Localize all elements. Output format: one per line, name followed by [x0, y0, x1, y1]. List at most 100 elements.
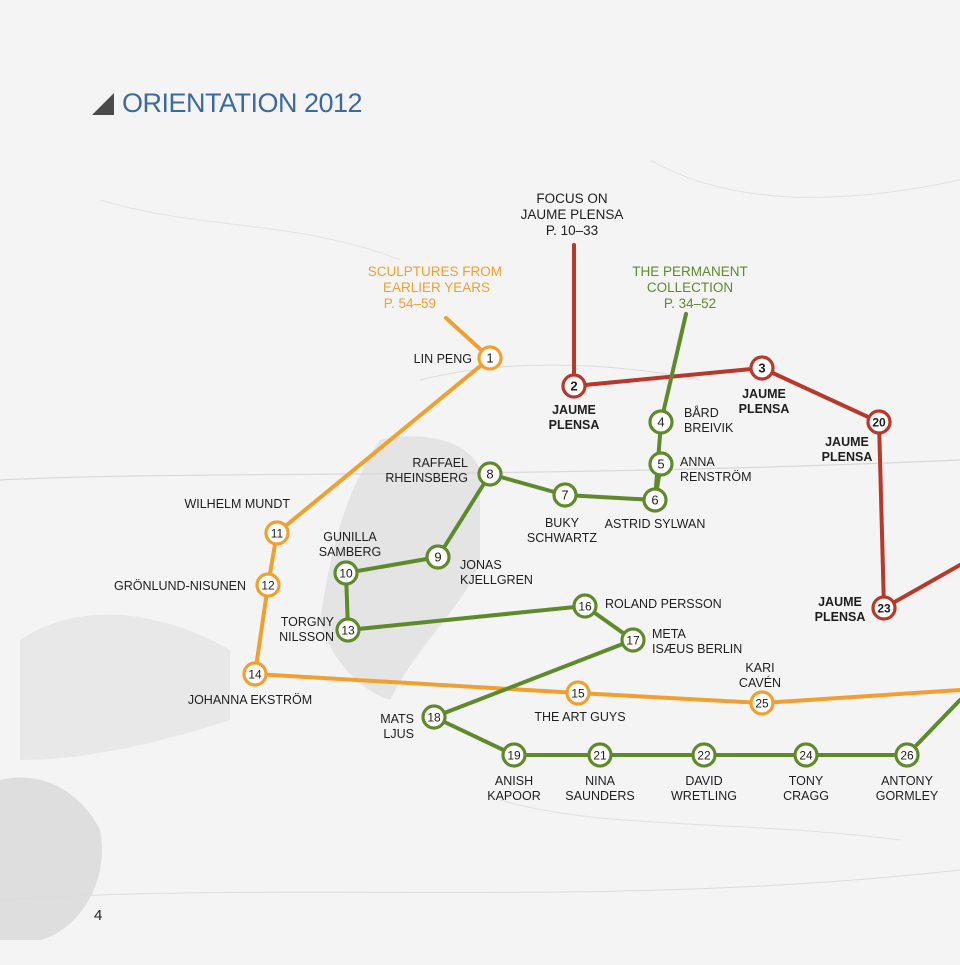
- stop-21-marker[interactable]: 21: [587, 742, 613, 768]
- stop-9-circle: [425, 544, 451, 570]
- stop-6-number: 6: [651, 493, 658, 508]
- stop-25-circle: [749, 690, 775, 716]
- stop-15-label-line-1: THE ART GUYS: [534, 710, 625, 724]
- stop-8-number: 8: [486, 467, 493, 482]
- stop-8-circle: [477, 461, 503, 487]
- stop-4-label-line-1: BÅRD: [684, 405, 719, 420]
- stop-21-number: 21: [593, 749, 607, 763]
- stop-11-label: WILHELM MUNDT: [184, 497, 290, 511]
- stop-4-number: 4: [657, 415, 664, 430]
- stop-8-label-line-2: RHEINSBERG: [385, 471, 468, 485]
- stop-12-number: 12: [261, 579, 275, 593]
- stop-5-marker[interactable]: 5: [648, 451, 674, 477]
- stop-9-label-line-2: KJELLGREN: [460, 573, 533, 587]
- stop-10-number: 10: [339, 567, 353, 581]
- route-red: [572, 243, 960, 610]
- stop-22-marker[interactable]: 22: [691, 742, 717, 768]
- stop-19-number: 19: [507, 749, 521, 763]
- stop-11-marker[interactable]: 11: [264, 520, 290, 546]
- stop-22-number: 22: [697, 749, 711, 763]
- stop-26-marker[interactable]: 26: [894, 742, 920, 768]
- stop-19-marker[interactable]: 19: [501, 742, 527, 768]
- stop-10-label-line-2: SAMBERG: [319, 545, 382, 559]
- stop-6-label-line-1: ASTRID SYLWAN: [605, 517, 706, 531]
- stop-14-marker[interactable]: 14: [242, 661, 268, 687]
- stop-24-label-line-1: TONY: [789, 774, 824, 788]
- stop-3-marker[interactable]: 3: [749, 355, 775, 381]
- stop-14-circle: [242, 661, 268, 687]
- stop-26-number: 26: [900, 749, 914, 763]
- stop-9-number: 9: [434, 550, 441, 565]
- stop-4-label-line-2: BREIVIK: [684, 421, 734, 435]
- stop-15-marker[interactable]: 15: [565, 680, 591, 706]
- stop-13-marker[interactable]: 13: [335, 617, 361, 643]
- stop-5-label-line-1: ANNA: [680, 455, 715, 469]
- stop-10-label-line-1: GUNILLA: [323, 530, 377, 544]
- stop-10-marker[interactable]: 10: [333, 560, 359, 586]
- stop-23-number: 23: [877, 602, 891, 616]
- corner-triangle-icon: [92, 92, 114, 115]
- stop-2-label-line-1: JAUME: [552, 403, 596, 417]
- stop-16-marker[interactable]: 16: [572, 593, 598, 619]
- stop-12-marker[interactable]: 12: [255, 572, 281, 598]
- section-focus-line-1: FOCUS ON: [536, 191, 607, 206]
- stop-1-marker[interactable]: 1: [477, 345, 503, 371]
- stop-17-label-line-2: ISÆUS BERLIN: [652, 642, 742, 656]
- stop-20-circle: [866, 409, 892, 435]
- section-earlier-line-1: SCULPTURES FROM: [368, 264, 502, 279]
- stop-23-label-line-1: JAUME: [818, 595, 862, 609]
- stop-20-marker[interactable]: 20: [866, 409, 892, 435]
- stop-24-label-line-2: CRAGG: [783, 789, 829, 803]
- section-focus-line-2: JAUME PLENSA: [521, 207, 624, 222]
- stop-21-label-line-2: SAUNDERS: [565, 789, 634, 803]
- stop-2-number: 2: [570, 379, 577, 394]
- stop-19-label-line-1: ANISH: [495, 774, 533, 788]
- stop-7-circle: [552, 482, 578, 508]
- stop-11-label-line-1: WILHELM MUNDT: [184, 497, 290, 511]
- stop-24-marker[interactable]: 24: [793, 742, 819, 768]
- stop-13-label-line-2: NILSSON: [279, 630, 334, 644]
- stop-18-number: 18: [427, 711, 441, 725]
- page-title: ORIENTATION 2012: [122, 88, 363, 118]
- stop-1-label-line-1: LIN PENG: [414, 352, 472, 366]
- stop-25-marker[interactable]: 25: [749, 690, 775, 716]
- stop-16-number: 16: [578, 600, 592, 614]
- stop-3-label-line-1: JAUME: [742, 387, 786, 401]
- stop-8-marker[interactable]: 8: [477, 461, 503, 487]
- stop-14-label-line-1: JOHANNA EKSTRÖM: [188, 693, 312, 707]
- stop-9-marker[interactable]: 9: [425, 544, 451, 570]
- stop-13-number: 13: [341, 624, 355, 638]
- stop-18-marker[interactable]: 18: [421, 704, 447, 730]
- stop-4-circle: [648, 409, 674, 435]
- stop-8-label-line-1: RAFFAEL: [412, 456, 468, 470]
- stop-1-label: LIN PENG: [414, 352, 472, 366]
- stop-23-marker[interactable]: 23: [871, 595, 897, 621]
- stop-3-label-line-2: PLENSA: [739, 402, 790, 416]
- stop-14-label: JOHANNA EKSTRÖM: [188, 693, 312, 707]
- stop-19-circle: [501, 742, 527, 768]
- stop-17-marker[interactable]: 17: [620, 627, 646, 653]
- stop-7-marker[interactable]: 7: [552, 482, 578, 508]
- route-green: [344, 312, 960, 757]
- stop-22-label-line-2: WRETLING: [671, 789, 737, 803]
- stop-7-number: 7: [561, 488, 568, 503]
- stop-24-circle: [793, 742, 819, 768]
- stop-11-number: 11: [271, 527, 284, 541]
- stop-5-label-line-2: RENSTRÖM: [680, 470, 752, 484]
- stop-18-circle: [421, 704, 447, 730]
- stop-4-marker[interactable]: 4: [648, 409, 674, 435]
- stop-2-marker[interactable]: 2: [561, 373, 587, 399]
- stop-6-marker[interactable]: 6: [642, 487, 668, 513]
- stop-3-circle: [749, 355, 775, 381]
- stop-1-number: 1: [486, 351, 493, 366]
- stop-10-circle: [333, 560, 359, 586]
